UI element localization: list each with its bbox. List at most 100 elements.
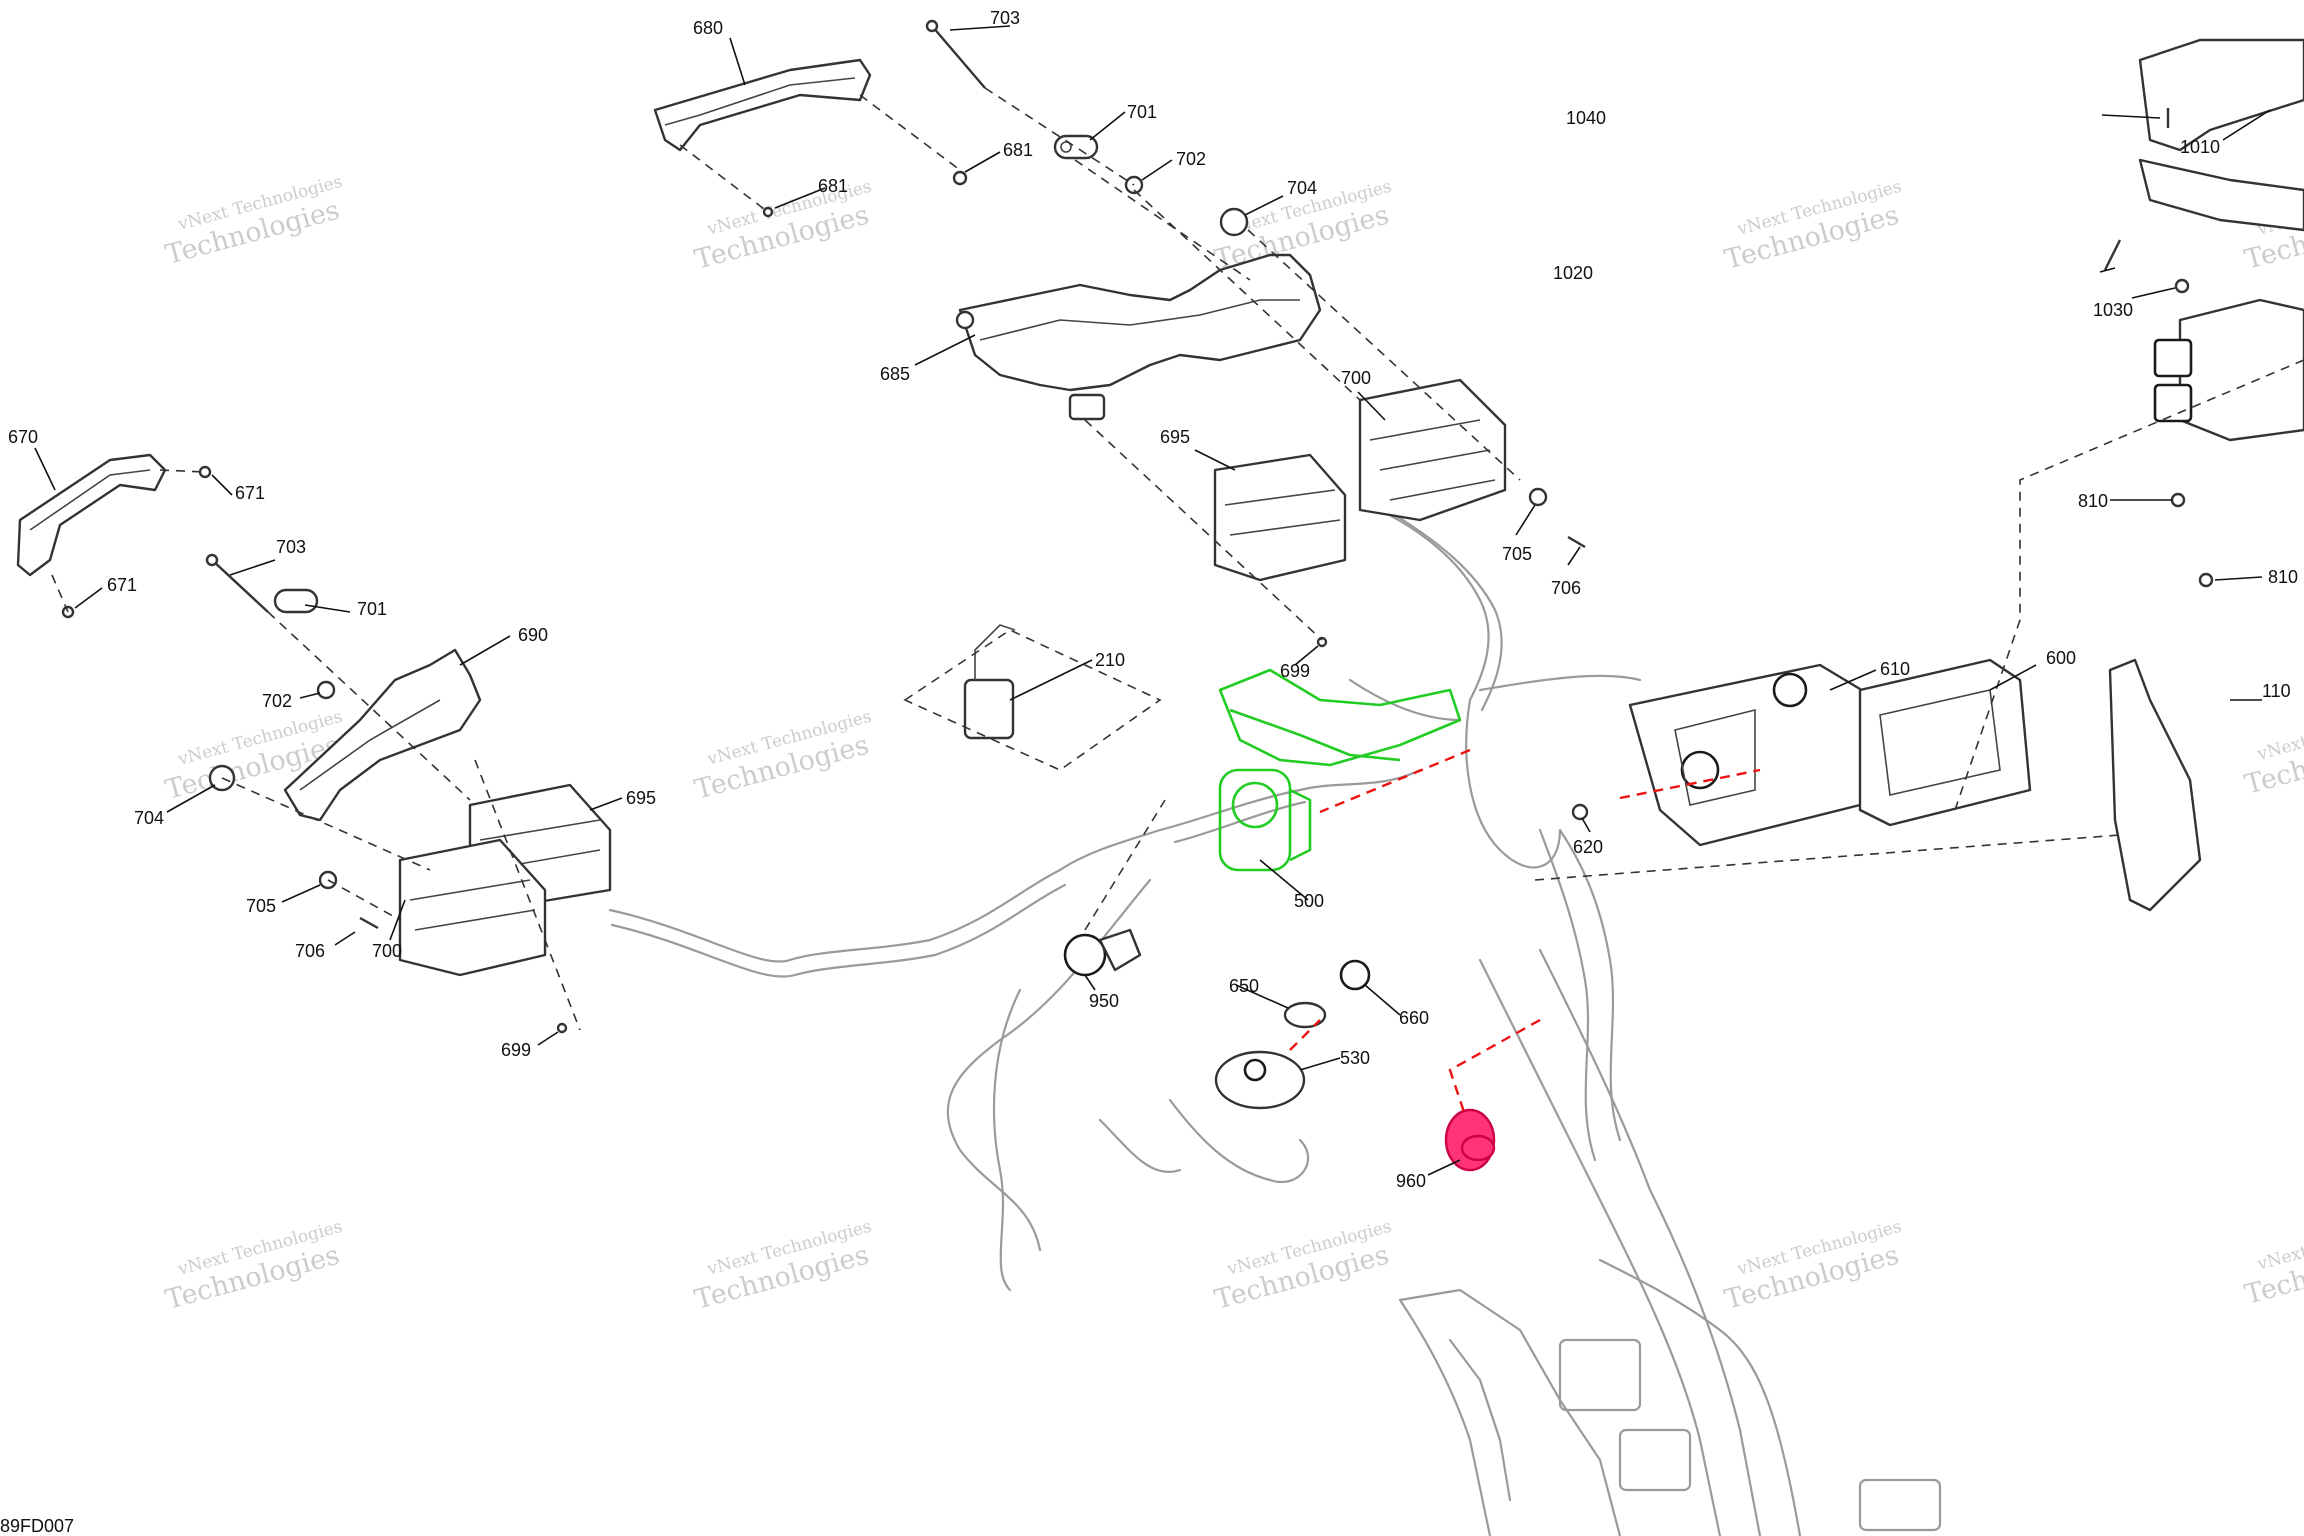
- callout-699-left: 699: [501, 1040, 531, 1060]
- callout-704-left: 704: [134, 808, 164, 828]
- part-810-b-screw: [2198, 572, 2214, 588]
- callout-610: 610: [1880, 659, 1910, 679]
- part-681-right-screw: [952, 170, 968, 186]
- part-706-left-screw: [359, 916, 379, 930]
- watermark: vNext Technologies Technologies: [1722, 177, 1904, 276]
- callout-960: 960: [1396, 1171, 1426, 1191]
- part-690-bracket: [283, 648, 482, 822]
- callout-1040: 1040: [1566, 108, 1606, 128]
- callout-650: 650: [1229, 976, 1259, 996]
- part-600-display: [1858, 658, 2032, 827]
- callout-700-left: 700: [372, 941, 402, 961]
- callout-701-left: 701: [357, 599, 387, 619]
- part-620-nut: [1571, 803, 1589, 821]
- watermark: vNext Technologies Technologies: [692, 1217, 874, 1316]
- watermark: vNext Technologies Technologies: [2242, 702, 2304, 801]
- callout-702-left: 702: [262, 691, 292, 711]
- callout-705-top: 705: [1502, 544, 1532, 564]
- callout-681-right: 681: [1003, 140, 1033, 160]
- callout-690: 690: [518, 625, 548, 645]
- assembly-dashed-line: [1534, 834, 2121, 881]
- callout-1020: 1020: [1553, 263, 1593, 283]
- callout-810-a: 810: [2078, 491, 2108, 511]
- callout-695-left: 695: [626, 788, 656, 808]
- callout-704-top: 704: [1287, 178, 1317, 198]
- part-700-left-module: [398, 838, 547, 977]
- part-1020-screw: [2103, 239, 2122, 271]
- part-530-socket: [1214, 1050, 1306, 1110]
- callout-671-b: 671: [107, 575, 137, 595]
- part-1030-nut: [2174, 278, 2190, 294]
- callout-1010: 1010: [2180, 137, 2220, 157]
- callout-600: 600: [2046, 648, 2076, 668]
- part-500-switch-assembly: [1218, 668, 1462, 872]
- part-685-bracket: [955, 253, 1322, 421]
- assembly-lines: [51, 87, 1521, 1031]
- part-810-a-screw: [2170, 492, 2186, 508]
- callout-labels: 680 703 701 681 702 681 704 685 700 695 …: [8, 8, 2298, 1191]
- part-702-left-nut: [316, 680, 336, 700]
- callout-706-top: 706: [1551, 578, 1581, 598]
- part-680-bracket: [653, 58, 872, 152]
- callout-705-left: 705: [246, 896, 276, 916]
- part-699-top-screw: [1316, 636, 1328, 648]
- callout-leaders: [34, 25, 2271, 1176]
- callout-810-b: 810: [2268, 567, 2298, 587]
- part-701-top-washer: [1053, 134, 1099, 160]
- part-703-top-screw: [925, 19, 986, 89]
- callout-680: 680: [693, 18, 723, 38]
- watermark: vNext Technologies Technologies: [692, 707, 874, 806]
- part-650-ring: [1283, 1001, 1327, 1029]
- part-950-outlet: [1063, 928, 1142, 977]
- part-671-a-screw: [198, 465, 212, 479]
- watermark: vNext Technologies Technologies: [2242, 1212, 2304, 1311]
- watermark: vNext Technologies Technologies: [692, 177, 874, 276]
- callout-950: 950: [1089, 991, 1119, 1011]
- diagram-reference-code: 89FD007: [0, 1516, 74, 1536]
- red-dashed-leader: [1289, 1019, 1321, 1051]
- part-1010-bracket: [2138, 38, 2304, 232]
- red-dashed-leader: [1619, 768, 1761, 800]
- callout-706-left: 706: [295, 941, 325, 961]
- part-701-left-washer: [273, 588, 319, 614]
- part-706-top-screw: [1567, 535, 1586, 549]
- wiring-harness: [608, 508, 1942, 1536]
- callout-671-a: 671: [235, 483, 265, 503]
- watermark: vNext Technologies Technologies: [1722, 1217, 1904, 1316]
- part-699-left-screw: [556, 1022, 568, 1034]
- callout-660: 660: [1399, 1008, 1429, 1028]
- callout-701-top: 701: [1127, 102, 1157, 122]
- watermark: vNext Technologies Technologies: [1212, 1217, 1394, 1316]
- callout-110: 110: [2262, 681, 2291, 701]
- callout-695-top: 695: [1160, 427, 1190, 447]
- callout-1030: 1030: [2093, 300, 2133, 320]
- callout-681-left: 681: [818, 176, 848, 196]
- callout-210: 210: [1095, 650, 1125, 670]
- part-960-usb-socket: [1444, 1108, 1496, 1172]
- callout-500: 500: [1294, 891, 1324, 911]
- callout-703-left: 703: [276, 537, 306, 557]
- part-703-left-screw: [205, 553, 269, 613]
- part-610-bezel: [1628, 663, 1882, 847]
- callout-700-top: 700: [1341, 368, 1371, 388]
- callout-670: 670: [8, 427, 38, 447]
- callout-703-top: 703: [990, 8, 1020, 28]
- callout-685: 685: [880, 364, 910, 384]
- part-110-bracket: [2108, 658, 2202, 912]
- assembly-dashed-line: [1954, 359, 2304, 811]
- part-660-cap: [1339, 959, 1371, 991]
- part-681-left-screw: [762, 206, 774, 218]
- part-module-right: [2153, 298, 2304, 442]
- callout-699-top: 699: [1280, 661, 1310, 681]
- watermark: vNext Technologies Technologies: [162, 172, 344, 271]
- callout-702-top: 702: [1176, 149, 1206, 169]
- watermark: vNext Technologies Technologies: [162, 1217, 344, 1316]
- part-695-top-module: [1213, 453, 1347, 582]
- red-dashed-leader: [1448, 1018, 1541, 1116]
- callout-530: 530: [1340, 1048, 1370, 1068]
- callout-620: 620: [1573, 837, 1603, 857]
- part-705-top-washer: [1528, 487, 1548, 507]
- part-210-connector: [963, 624, 1016, 740]
- part-704-top-grommet: [1219, 207, 1249, 237]
